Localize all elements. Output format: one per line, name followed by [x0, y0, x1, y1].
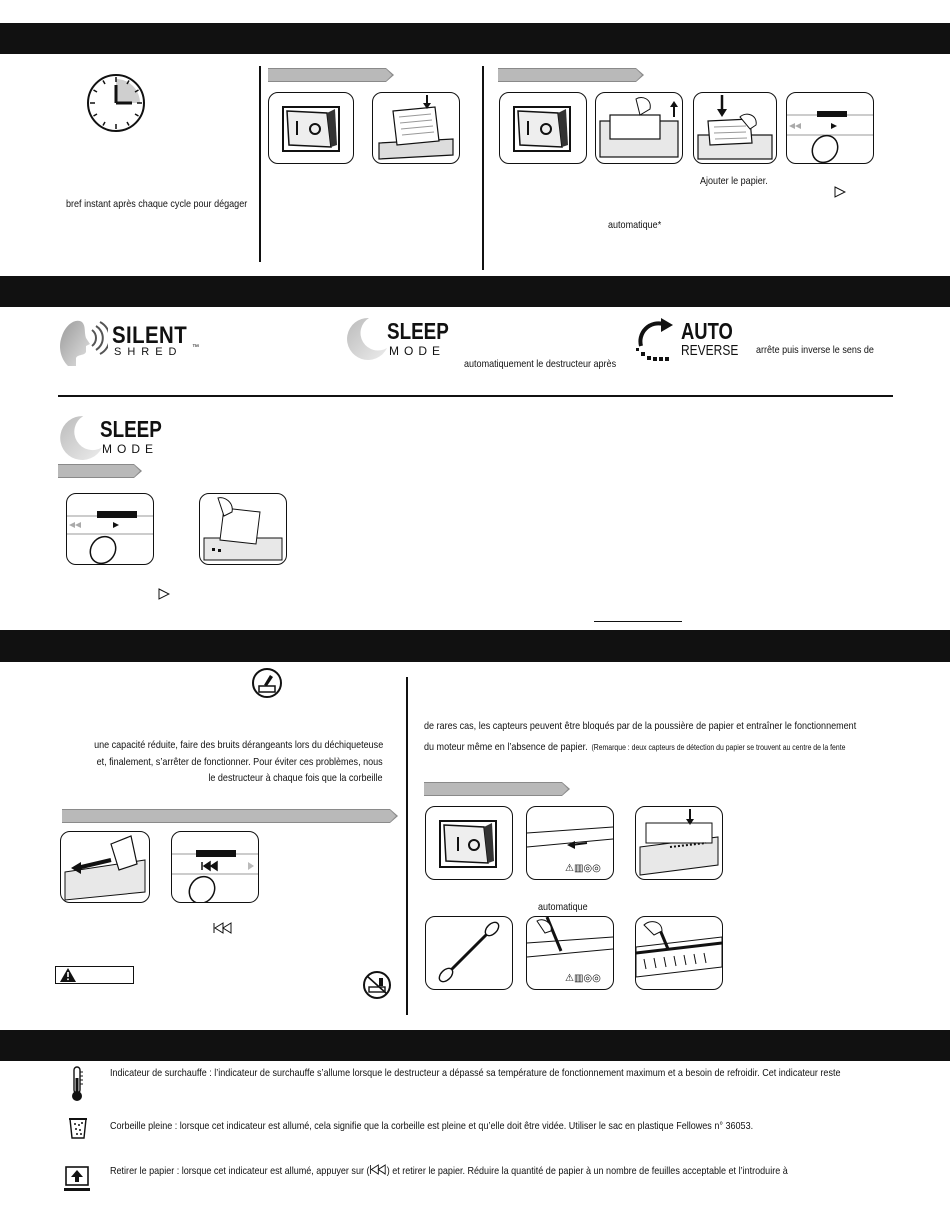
clock-icon [86, 73, 146, 133]
svg-text:⚠▥◎◎: ⚠▥◎◎ [565, 863, 601, 874]
reverse-button-panel [171, 831, 259, 903]
section-header-bar-2 [0, 276, 950, 307]
maintenance-right-line2-main: du moteur même en l’absence de papier. [424, 741, 588, 753]
maintenance-right-line1: de rares cas, les capteurs peuvent être … [424, 720, 857, 732]
silent-shred-line1: SILENT [112, 322, 188, 349]
silent-shred-line2: SHRED [114, 346, 183, 358]
sensor-arrow-panel: ⚠▥◎◎ [526, 806, 614, 880]
oil-icon [251, 667, 283, 699]
overheat-text: Indicateur de surchauffe : l’indicateur … [110, 1067, 841, 1079]
clock-caption: bref instant après chaque cycle pour dég… [66, 198, 248, 210]
sleep-mode-logo: SLEEP MODE [343, 316, 463, 362]
auto-reverse-logo: AUTO REVERSE [633, 316, 753, 362]
play-outline-icon-sleep [158, 588, 170, 600]
sleep-mode-caption: automatiquement le destructeur après [464, 358, 617, 370]
auto-reverse-caption: arrête puis inverse le sens de [756, 344, 874, 356]
power-switch-panel-a [268, 92, 354, 164]
sleep-section-logo: SLEEP MODE [56, 414, 176, 460]
maintenance-right-line2-note: (Remarque : deux capteurs de détection d… [591, 743, 846, 752]
slot-clean-panel [635, 916, 723, 990]
thermometer-icon [70, 1066, 84, 1102]
cotton-swab-panel [425, 916, 513, 990]
remove-paper-text-b: ) et retirer le papier. Réduire la quant… [386, 1165, 788, 1177]
power-switch-panel-c [425, 806, 513, 880]
remove-paper-icon [64, 1165, 90, 1193]
step-tag-a [268, 68, 394, 82]
remove-paper-text-a: Retirer le papier : lorsque cet indicate… [110, 1165, 370, 1177]
no-aerosol-icon [362, 970, 392, 1000]
silent-shred-logo: SILENT SHRED ™ [56, 314, 206, 368]
bin-full-icon [68, 1116, 88, 1140]
maintenance-left-line2: et, finalement, s’arrêter de fonctionner… [96, 756, 383, 768]
step-tag-sleep [58, 464, 142, 478]
feed-paper-panel-a [372, 92, 460, 164]
section-header-bar-1 [0, 23, 950, 54]
remove-paper-panel-b [595, 92, 683, 164]
shredder-top-panel [635, 806, 723, 880]
caption-add-paper: Ajouter le papier. [700, 175, 768, 187]
horizontal-rule [58, 395, 893, 397]
step-tag-b [498, 68, 644, 82]
bin-full-text: Corbeille pleine : lorsque cet indicateu… [110, 1120, 754, 1132]
insert-paper-panel-b [693, 92, 777, 164]
section-header-bar-3 [0, 630, 950, 662]
sleep-mode-line2: MODE [389, 344, 445, 358]
forward-button-panel-sleep [66, 493, 154, 565]
column-divider-2 [482, 66, 484, 270]
reverse-outline-icon [213, 922, 233, 934]
remove-paper-text: Retirer le papier : lorsque cet indicate… [110, 1164, 788, 1178]
column-divider-3 [406, 677, 408, 1015]
column-divider-1 [259, 66, 261, 262]
reverse-small-icon [369, 1164, 386, 1175]
sleep-section-line2: MODE [102, 442, 158, 456]
maintenance-left-line1: une capacité réduite, faire des bruits d… [93, 739, 383, 751]
step-tag-maintenance-left [62, 809, 398, 823]
auto-reverse-line1: AUTO [681, 318, 733, 344]
power-switch-panel-b [499, 92, 587, 164]
maintenance-caption-auto: automatique [538, 901, 588, 913]
warning-box [55, 966, 134, 984]
auto-reverse-line2: REVERSE [681, 342, 739, 359]
step-tag-maintenance-right [424, 782, 570, 796]
svg-text:⚠▥◎◎: ⚠▥◎◎ [565, 973, 601, 984]
section-header-bar-4 [0, 1030, 950, 1061]
sensor-clean-panel: ⚠▥◎◎ [526, 916, 614, 990]
forward-button-panel-b [786, 92, 874, 164]
maintenance-right-line2: du moteur même en l’absence de papier. (… [424, 737, 845, 755]
maintenance-left-line3: le destructeur à chaque fois que la corb… [208, 772, 383, 784]
underline-mark [594, 621, 682, 622]
paper-insert-panel-sleep [199, 493, 287, 565]
oil-apply-panel [60, 831, 150, 903]
play-outline-icon [834, 186, 846, 198]
sleep-section-line1: SLEEP [100, 416, 162, 442]
caption-auto: automatique* [608, 219, 662, 231]
silent-shred-tm: ™ [192, 344, 199, 351]
sleep-mode-line1: SLEEP [387, 318, 449, 344]
